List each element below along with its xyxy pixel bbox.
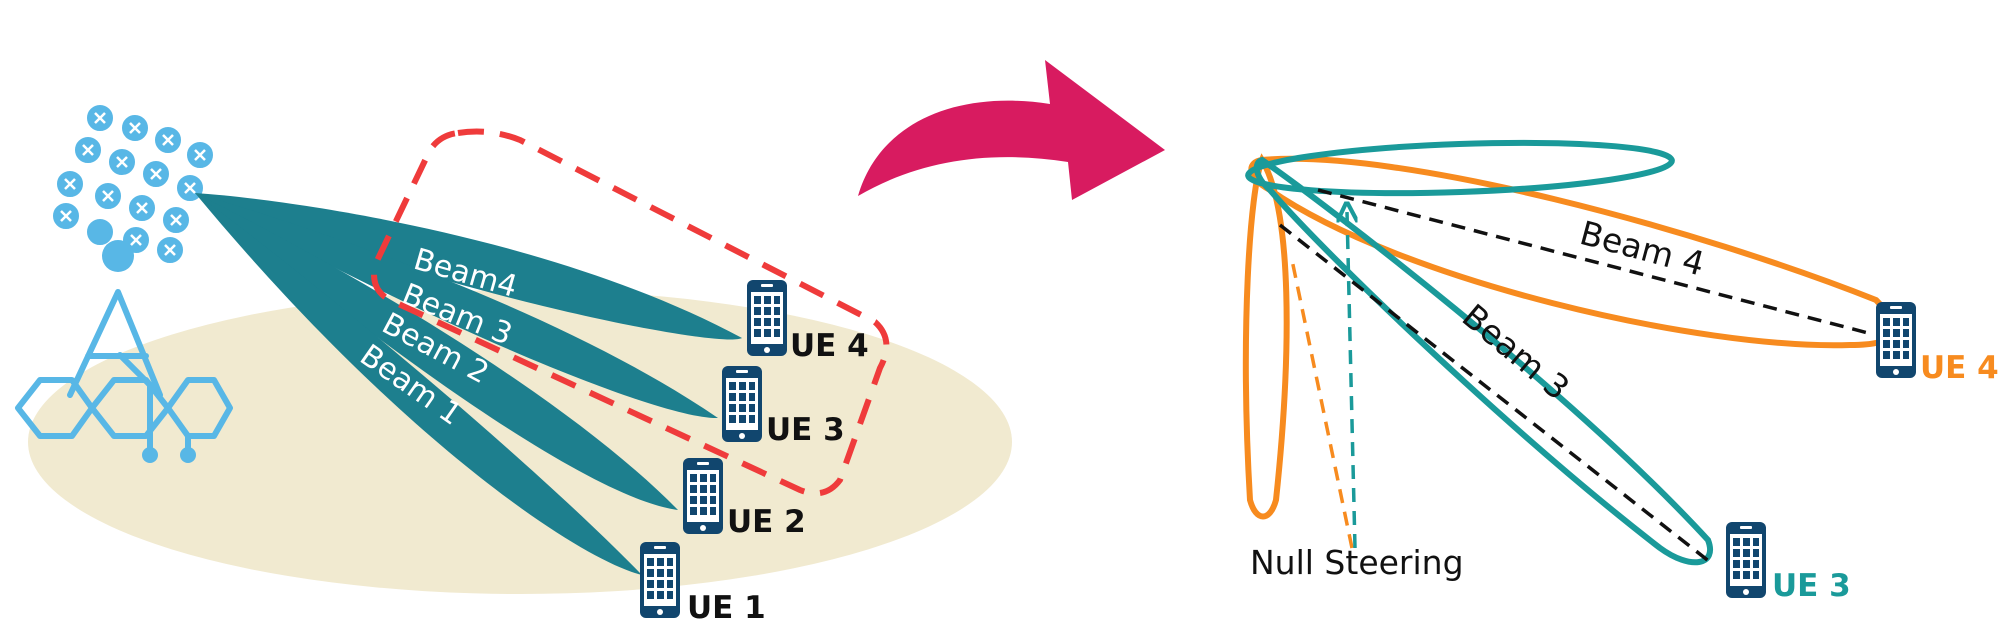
phone-icon [722, 366, 762, 442]
beams [195, 193, 742, 575]
ue-3: UE 3 [722, 366, 845, 448]
orange-null-direction-line [1290, 259, 1354, 549]
phone-icon [640, 542, 680, 618]
direction-lines [1278, 188, 1873, 564]
transition-arrow-icon [858, 60, 1165, 200]
teal-null-direction-line [1347, 212, 1355, 549]
ue-label: UE 3 [766, 412, 845, 448]
ue-1: UE 1 [640, 542, 766, 626]
ue-label: UE 3 [1772, 568, 1851, 604]
ue-4: UE 4 [747, 280, 869, 364]
teal-beam-3-lobe [1253, 156, 1713, 566]
orange-lobes [1242, 153, 1897, 520]
beam-3 [195, 193, 718, 419]
orange-beam-4-lobe [1248, 155, 1897, 349]
selected-beams-dashed-box [371, 128, 890, 497]
beam-2 [195, 193, 678, 510]
antenna-array-icon [51, 103, 215, 265]
null-steering-label: Null Steering [1250, 543, 1464, 582]
ue-label: UE 4 [790, 328, 869, 364]
orange-null-lobe [1242, 153, 1290, 520]
ground-plane [28, 290, 1012, 594]
phone-icon [683, 458, 723, 534]
ue-label: UE 2 [727, 504, 806, 540]
ue-3-right: UE 3 [1726, 522, 1851, 604]
antenna-tower-icon [15, 240, 233, 463]
ue-label: UE 1 [687, 590, 766, 626]
phone-icon [1726, 522, 1766, 598]
ue-label: UE 4 [1920, 350, 1999, 386]
teal-lobes [1245, 139, 1713, 566]
beam-4 [195, 193, 742, 340]
phone-icon [1876, 302, 1916, 378]
ue-2: UE 2 [683, 458, 806, 540]
beam-4-direction-line [1317, 188, 1873, 336]
teal-top-lobe [1245, 139, 1675, 197]
phone-icon [747, 280, 787, 356]
ue-4-right: UE 4 [1876, 302, 1999, 386]
beam-1 [195, 193, 642, 575]
beam-3-direction-line [1278, 223, 1712, 564]
